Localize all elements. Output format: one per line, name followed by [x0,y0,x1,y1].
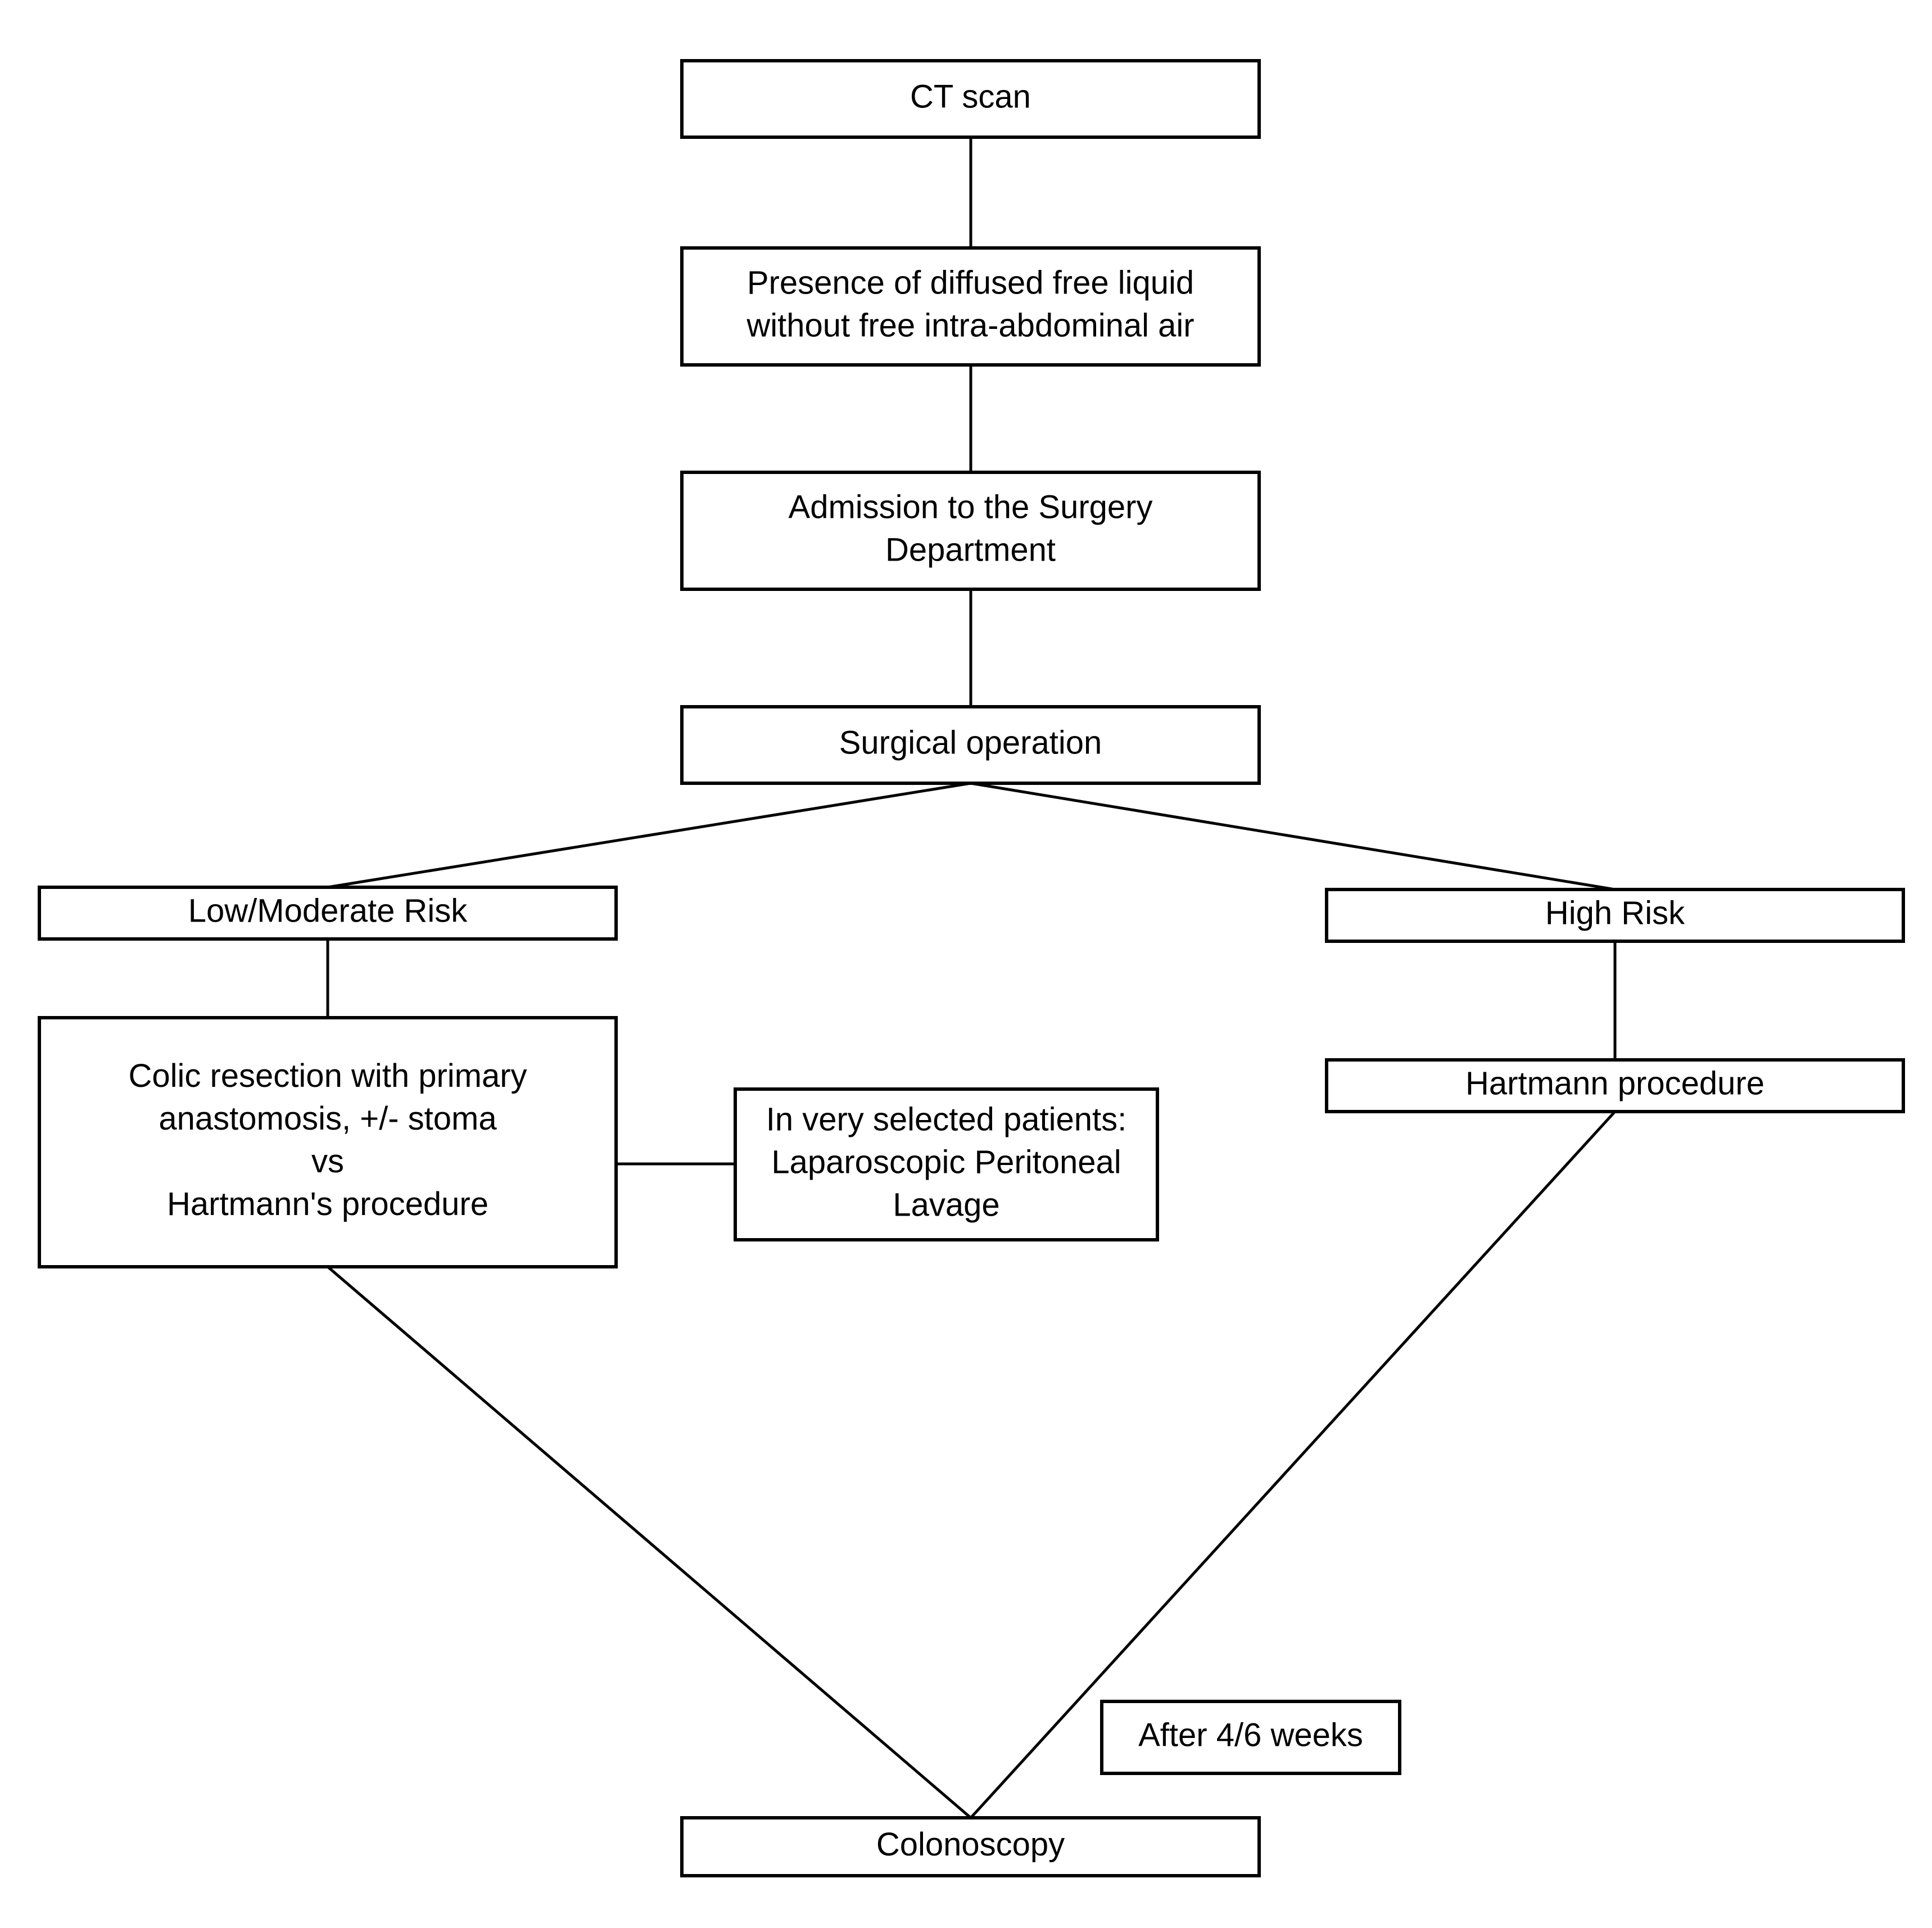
node-box-colonoscopy[interactable] [680,1816,1261,1877]
flowchart-node-after-weeks[interactable]: After 4/6 weeks [1100,1700,1401,1775]
node-box-colic-resection[interactable] [38,1016,618,1268]
flowchart-node-lap-lavage[interactable]: In very selected patients: Laparoscopic P… [734,1087,1159,1241]
node-label-after-weeks: After 4/6 weeks [1138,1717,1363,1753]
node-label-lap-lavage: Lavage [893,1186,999,1223]
node-label-admission: Department [885,531,1056,568]
node-label-colic-resection: vs [311,1143,344,1180]
node-box-free-liquid[interactable] [680,246,1261,367]
connector-line [970,1110,1616,1819]
flowchart-node-colonoscopy[interactable]: Colonoscopy [680,1816,1261,1877]
node-label-surgical-operation: Surgical operation [839,724,1102,761]
connector-line [970,782,1616,891]
flowchart-node-hartmann-procedure[interactable]: Hartmann procedure [1325,1058,1905,1113]
node-label-lap-lavage: Laparoscopic Peritoneal [771,1144,1121,1180]
node-label-ct-scan: CT scan [910,78,1031,115]
node-label-colic-resection: Hartmann's procedure [167,1186,488,1222]
node-box-lap-lavage[interactable] [734,1087,1159,1241]
node-box-high-risk[interactable] [1325,888,1905,943]
node-box-ct-scan[interactable] [680,59,1261,139]
node-label-low-moderate-risk: Low/Moderate Risk [188,892,468,929]
flowchart-node-surgical-operation[interactable]: Surgical operation [680,705,1261,785]
node-label-colic-resection: Colic resection with primary [128,1058,527,1094]
node-box-after-weeks[interactable] [1100,1700,1401,1775]
flowchart-node-low-moderate-risk[interactable]: Low/Moderate Risk [38,886,618,941]
connectors-layer [326,137,1617,1819]
flowchart-node-ct-scan[interactable]: CT scan [680,59,1261,139]
flowchart-node-high-risk[interactable]: High Risk [1325,888,1905,943]
node-label-free-liquid: without free intra-abdominal air [746,307,1194,344]
node-box-hartmann-procedure[interactable] [1325,1058,1905,1113]
node-label-high-risk: High Risk [1545,895,1685,931]
node-label-free-liquid: Presence of diffused free liquid [747,264,1194,301]
node-label-hartmann-procedure: Hartmann procedure [1465,1065,1764,1101]
node-label-colic-resection: anastomosis, +/- stoma [159,1100,497,1137]
flowchart-node-free-liquid[interactable]: Presence of diffused free liquid without … [680,246,1261,367]
node-box-surgical-operation[interactable] [680,705,1261,785]
node-box-admission[interactable] [680,471,1261,591]
node-label-colonoscopy: Colonoscopy [876,1826,1065,1863]
connector-line [327,782,971,889]
flowchart-node-colic-resection[interactable]: Colic resection with primary anastomosis,… [38,1016,618,1268]
connector-line [327,1266,972,1819]
node-box-low-moderate-risk[interactable] [38,886,618,941]
node-label-admission: Admission to the Surgery [789,489,1153,525]
node-label-lap-lavage: In very selected patients: [766,1101,1127,1137]
